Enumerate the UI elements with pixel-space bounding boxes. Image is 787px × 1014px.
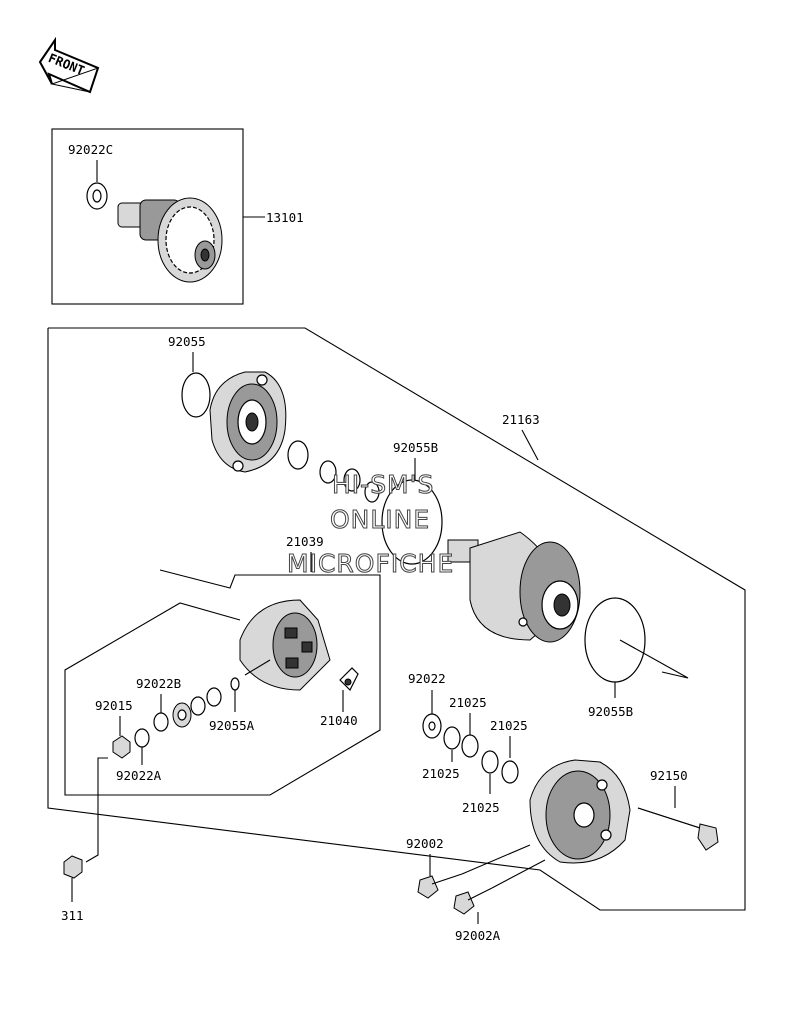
oring-92055B-bottom — [584, 597, 646, 683]
box-21039 — [64, 569, 381, 796]
label-92022B: 92022B — [136, 676, 181, 691]
label-92055: 92055 — [168, 334, 206, 349]
washer-d — [190, 696, 206, 716]
washer-b — [343, 468, 361, 492]
bolt-92002A — [453, 887, 493, 915]
label-21163: 21163 — [502, 412, 540, 427]
outline-21163 — [47, 327, 746, 911]
washer-e — [206, 687, 222, 707]
label-92055A: 92055A — [209, 718, 255, 733]
oring-92055B-top — [381, 479, 443, 565]
label-92055B-bottom: 92055B — [588, 704, 633, 719]
brush-holder — [239, 599, 331, 691]
label-21025-a: 21025 — [449, 695, 487, 710]
label-13101: 13101 — [266, 210, 304, 225]
nut-92015 — [112, 735, 131, 759]
bolt-92002 — [417, 873, 463, 899]
terminal-21040 — [339, 667, 359, 692]
starter-clutch-13101 — [117, 197, 223, 283]
watermark-line-2: ONLINE — [330, 505, 430, 534]
washer-c — [364, 481, 380, 503]
label-311: 311 — [61, 908, 84, 923]
watermark-line-1: HI-SM'S — [332, 470, 434, 499]
shim-21025-a — [443, 726, 461, 750]
nut-311 — [63, 855, 83, 879]
label-21040: 21040 — [320, 713, 358, 728]
yoke-armature — [447, 531, 581, 643]
shim-21025-d — [501, 760, 519, 784]
oring-92055A — [230, 677, 240, 691]
lock-plate — [287, 440, 309, 470]
label-21025-d: 21025 — [462, 800, 500, 815]
washer-a — [319, 460, 337, 484]
washer-92022B — [153, 712, 169, 732]
label-92022A: 92022A — [116, 768, 162, 783]
watermark-line-3: MICROFICHE — [287, 549, 454, 578]
shim-21025-c — [481, 750, 499, 774]
label-21025-c: 21025 — [422, 766, 460, 781]
oring-92055 — [181, 372, 211, 418]
bolt-92150 — [637, 807, 719, 851]
label-92002: 92002 — [406, 836, 444, 851]
label-92150: 92150 — [650, 768, 688, 783]
rear-cover — [529, 759, 631, 864]
label-92022: 92022 — [408, 671, 446, 686]
label-92002A: 92002A — [455, 928, 501, 943]
label-92055B-top: 92055B — [393, 440, 438, 455]
label-92022C: 92022C — [68, 142, 113, 157]
washer-92022A — [134, 728, 150, 748]
label-21039: 21039 — [286, 534, 324, 549]
front-cover — [209, 371, 287, 473]
front-arrow-icon: FRONT — [38, 36, 100, 94]
label-21025-b: 21025 — [490, 718, 528, 733]
shim-21025-b — [461, 734, 479, 758]
label-92015: 92015 — [95, 698, 133, 713]
